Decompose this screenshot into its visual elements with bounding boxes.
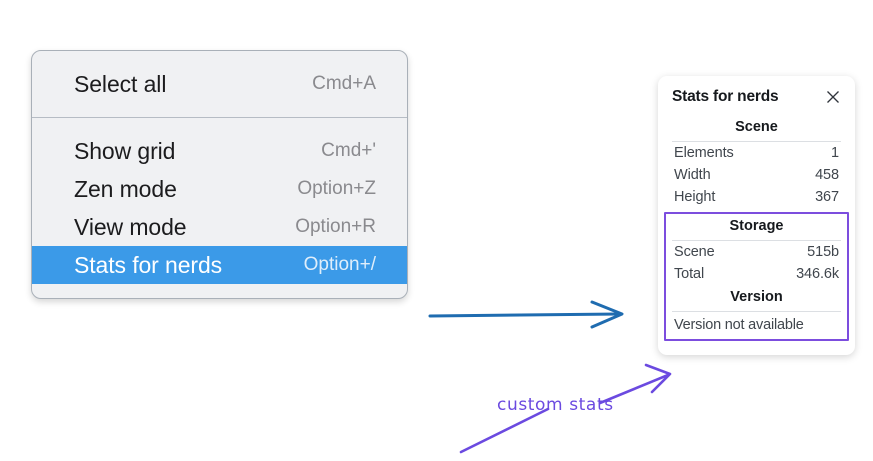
version-text: Version not available [674, 317, 804, 333]
custom-stats-highlight-box: Storage Scene 515b Total 346.6k Version … [664, 212, 849, 341]
stat-value: 346.6k [796, 266, 839, 282]
menu-item-shortcut: Cmd+' [321, 140, 376, 161]
section-heading-version: Version [730, 289, 783, 305]
menu-item-label: Select all [74, 70, 167, 97]
menu-item-show-grid[interactable]: Show grid Cmd+' [32, 132, 407, 170]
close-icon[interactable] [825, 89, 841, 105]
stat-key: Height [674, 189, 716, 205]
stat-row-scene: Scene 515b [672, 241, 841, 263]
panel-title: Stats for nerds [672, 88, 779, 105]
menu-item-shortcut: Cmd+A [312, 73, 376, 94]
menu-group-2: Show grid Cmd+' Zen mode Option+Z View m… [32, 118, 407, 284]
stat-row-height: Height 367 [672, 186, 841, 208]
stat-row-elements: Elements 1 [672, 142, 841, 164]
menu-item-shortcut: Option+Z [297, 178, 376, 199]
section-scene: Scene Elements 1 Width 458 Height 367 [672, 114, 841, 208]
menu-item-view-mode[interactable]: View mode Option+R [32, 208, 407, 246]
menu-item-shortcut: Option+R [295, 216, 376, 237]
stat-key: Width [674, 167, 711, 183]
section-heading-storage: Storage [729, 218, 784, 234]
menu-separator [32, 117, 407, 118]
custom-stats-annotation-label: custom stats [497, 395, 614, 415]
context-menu[interactable]: Select all Cmd+A Show grid Cmd+' Zen mod… [31, 50, 408, 299]
stat-value: 1 [831, 145, 839, 161]
divider [672, 141, 841, 142]
menu-item-zen-mode[interactable]: Zen mode Option+Z [32, 170, 407, 208]
stat-row-total: Total 346.6k [672, 263, 841, 285]
section-version: Version Version not available [672, 285, 841, 335]
blue-arrow-annotation [428, 300, 624, 329]
divider [672, 311, 841, 312]
panel-header: Stats for nerds [672, 88, 841, 106]
stat-value: 458 [815, 167, 839, 183]
menu-item-label: Zen mode [74, 175, 177, 202]
stat-key: Elements [674, 145, 734, 161]
menu-item-select-all[interactable]: Select all Cmd+A [32, 65, 407, 103]
stat-row-width: Width 458 [672, 164, 841, 186]
section-heading-scene: Scene [735, 119, 778, 135]
menu-item-label: Show grid [74, 137, 176, 164]
divider [672, 240, 841, 241]
stat-key: Total [674, 266, 705, 282]
stat-key: Scene [674, 244, 715, 260]
stat-value: 367 [815, 189, 839, 205]
menu-item-shortcut: Option+/ [303, 254, 376, 275]
menu-item-stats-for-nerds[interactable]: Stats for nerds Option+/ [32, 246, 407, 284]
stats-for-nerds-panel: Stats for nerds Scene Elements 1 Width 4… [658, 76, 855, 355]
section-storage: Storage Scene 515b Total 346.6k [672, 214, 841, 285]
stat-value: 515b [807, 244, 839, 260]
menu-item-label: Stats for nerds [74, 251, 223, 278]
menu-group-1: Select all Cmd+A [32, 51, 407, 117]
menu-item-label: View mode [74, 213, 187, 240]
